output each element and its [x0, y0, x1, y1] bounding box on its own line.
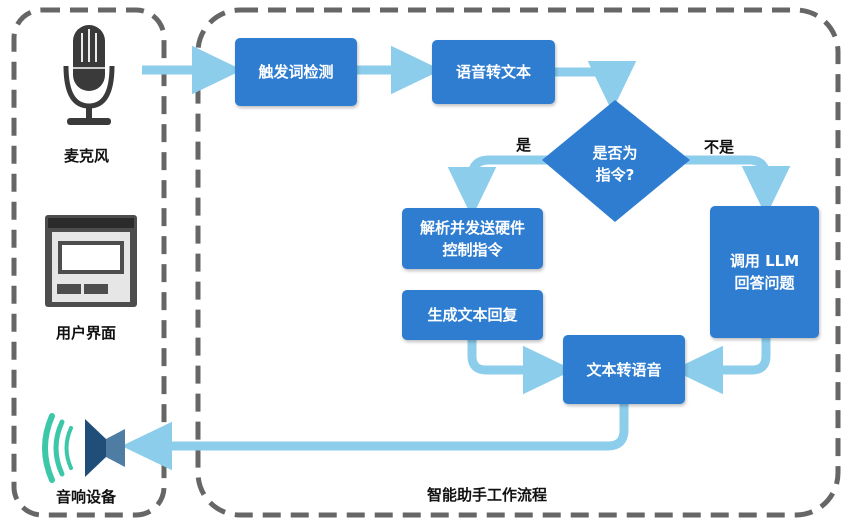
microphone-icon [63, 25, 115, 125]
no-label: 不是 [704, 138, 735, 156]
trigger-word-detection-node: 触发词检测 [235, 38, 357, 106]
decision-diamond [542, 100, 690, 222]
arrow-llm-to-tts [672, 338, 771, 395]
workflow-title: 智能助手工作流程 [427, 486, 548, 504]
parse-command-node: 解析并发送硬件控制指令 [402, 208, 543, 269]
decision-text-line1: 是否为 [591, 144, 637, 162]
arrow-decision-no [685, 155, 791, 217]
yes-label: 是 [516, 136, 532, 154]
ui-label: 用户界面 [56, 324, 117, 342]
microphone-label: 麦克风 [64, 147, 110, 165]
text-reply-node: 生成文本回复 [402, 290, 543, 340]
decision-text-line2: 指令? [596, 166, 635, 184]
text-to-speech-node: 文本转语音 [563, 335, 685, 404]
speech-to-text-node: 语音转文本 [432, 40, 555, 104]
device-group-frame [11, 7, 167, 518]
workflow-group-frame [195, 7, 841, 518]
window-icon [45, 215, 137, 307]
arrow-stt-to-decision [555, 61, 637, 112]
arrow-tts-to-speaker [121, 404, 629, 471]
arrow-decision-yes [447, 155, 548, 218]
speaker-label: 音响设备 [56, 488, 117, 506]
llm-answer-node: 调用 LLM 回答问题 [710, 206, 819, 338]
speaker-icon [42, 413, 125, 483]
arrow-reply-to-tts [467, 340, 574, 395]
